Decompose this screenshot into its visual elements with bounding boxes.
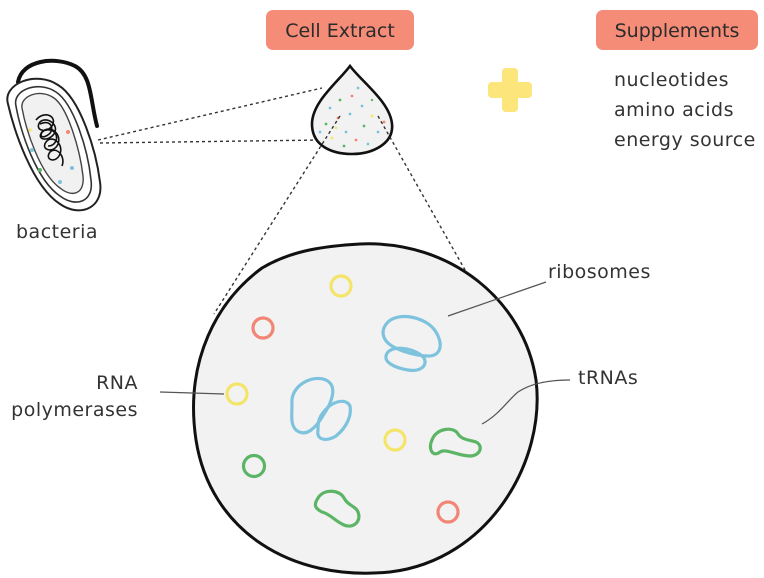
cell-extract-label: Cell Extract [285,20,395,42]
plus-icon [488,68,532,112]
trna-circle [241,453,267,479]
bacterium-icon [6,58,102,212]
supplements-label: Supplements [615,20,740,42]
bacterium-dot [70,166,74,170]
connector-bacterium-bottom [99,139,323,144]
supplement-item: nucleotides [614,69,729,91]
leader-trnas [481,379,571,425]
bacterium-dot [58,180,62,184]
bacterium-dot [30,148,34,152]
connector-drop-right [377,115,483,301]
ribosome-shape [381,314,442,372]
label-trnas: tRNAs [578,367,638,389]
supplement-item: amino acids [614,99,734,121]
polymerase-circle [225,382,249,406]
polymerase-circle [329,274,353,298]
connector-bacterium-top [97,87,323,141]
leader-ribosomes [447,281,547,317]
polymerase-circle [436,500,460,524]
label-polymerases: polymerases [11,399,138,421]
cell-outline [192,242,539,575]
polymerase-circle [251,316,275,340]
extract-drop-icon [310,63,394,156]
cell-extract-badge: Cell Extract [266,10,414,50]
ribosome-shape [290,376,352,441]
drop-speckles [318,86,386,148]
supplements-badge: Supplements [596,10,758,50]
bacterium-dot [66,130,70,134]
bacterium-dot [28,128,32,132]
label-bacteria: bacteria [16,221,98,243]
supplement-item: energy source [614,129,756,151]
trna-shape [313,489,361,528]
leader-polymerases [159,391,225,395]
trna-shape [428,427,482,458]
label-ribosomes: ribosomes [548,261,651,283]
polymerase-circle [383,428,407,452]
label-rna: RNA [96,372,138,394]
bacterium-dot [38,168,42,172]
